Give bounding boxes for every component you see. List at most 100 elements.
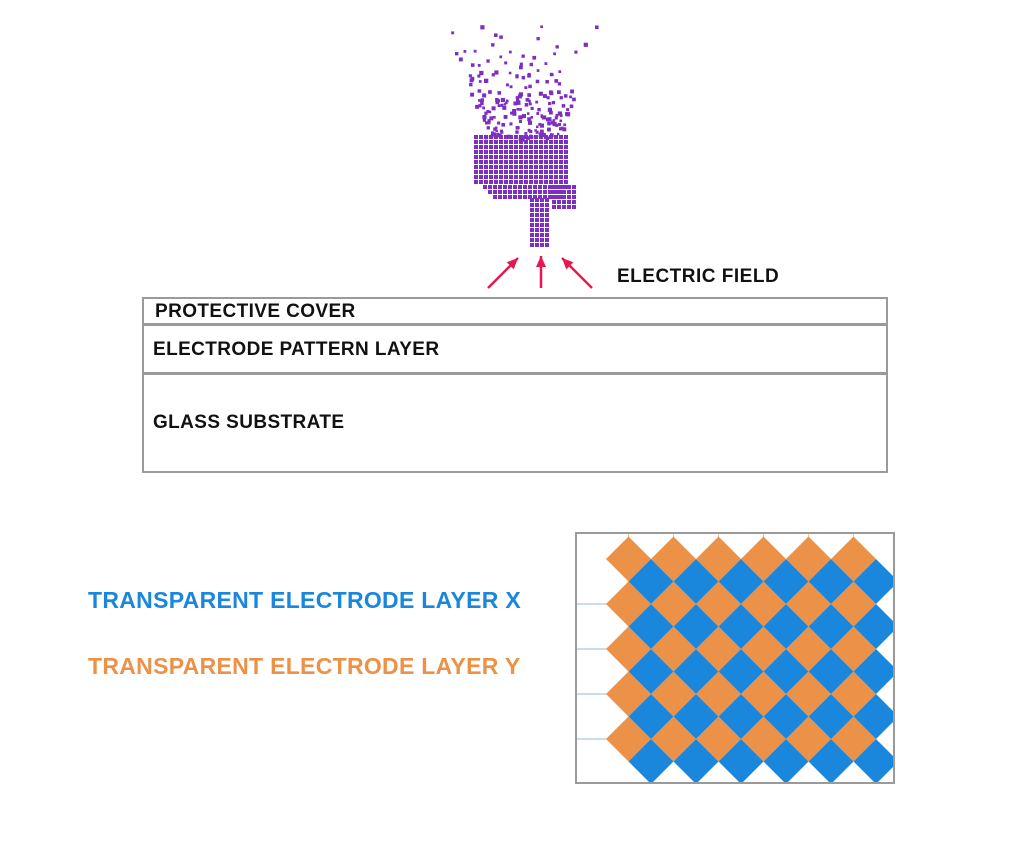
finger-pixel — [557, 200, 561, 204]
finger-pixel — [499, 165, 503, 169]
finger-particle — [540, 129, 544, 134]
finger-particle — [527, 112, 530, 115]
finger-particle — [504, 61, 508, 65]
finger-pixel — [545, 203, 549, 207]
electrode-x-diamond — [628, 739, 674, 782]
finger-pixel — [484, 180, 488, 184]
finger-pixel — [514, 150, 518, 154]
finger-pixel — [529, 165, 533, 169]
finger-pixel — [504, 160, 508, 164]
finger-pixel — [554, 175, 558, 179]
finger-particle — [540, 114, 543, 117]
finger-pixel — [530, 218, 534, 222]
finger-particle — [547, 127, 551, 132]
finger-pixel — [534, 165, 538, 169]
finger-particle — [512, 109, 517, 113]
finger-pixel — [534, 160, 538, 164]
finger-pixel — [484, 175, 488, 179]
electrode-x-diamond — [763, 694, 809, 739]
finger-particle — [507, 134, 512, 139]
finger-pixel — [564, 160, 568, 164]
finger-pixel — [514, 165, 518, 169]
finger-pixel — [524, 175, 528, 179]
finger-particle — [458, 57, 463, 62]
finger-pixel — [540, 218, 544, 222]
finger-particle — [488, 90, 492, 94]
finger-particle — [484, 121, 489, 125]
finger-pixel — [530, 203, 534, 207]
finger-pixel — [540, 233, 544, 237]
finger-pixel — [549, 170, 553, 174]
finger-pixel — [539, 165, 543, 169]
finger-particle — [484, 78, 489, 83]
finger-pixel — [524, 170, 528, 174]
finger-pixel — [514, 145, 518, 149]
finger-pixel — [529, 150, 533, 154]
electrode-x-diamond — [673, 694, 719, 739]
finger-particle — [500, 103, 504, 107]
finger-pixel — [534, 145, 538, 149]
finger-particle — [505, 99, 509, 103]
finger-particle — [530, 106, 534, 110]
finger-particle — [595, 25, 599, 30]
finger-pixel — [474, 175, 478, 179]
finger-pixel — [530, 223, 534, 227]
finger-particle — [484, 135, 489, 140]
finger-particle — [480, 25, 485, 30]
finger-pixel — [549, 155, 553, 159]
finger-particle — [537, 108, 541, 112]
finger-pixel — [554, 135, 558, 139]
finger-pixel — [559, 140, 563, 144]
electrode-x-diamond — [853, 694, 893, 739]
finger-particle — [530, 116, 534, 119]
finger-particle — [493, 116, 496, 119]
finger-particle — [482, 118, 486, 122]
finger-pixel — [562, 195, 566, 199]
finger-pixel — [494, 160, 498, 164]
finger-pixel — [544, 160, 548, 164]
finger-particle — [499, 129, 503, 133]
finger-particle — [494, 33, 498, 37]
finger-pixel — [544, 165, 548, 169]
finger-particle — [574, 50, 578, 54]
finger-pixel — [543, 185, 547, 189]
finger-pixel — [540, 208, 544, 212]
finger-pixel — [504, 145, 508, 149]
electrode-x-diamond — [718, 604, 764, 649]
finger-pixel — [559, 180, 563, 184]
finger-pixel — [518, 195, 522, 199]
finger-particle — [521, 54, 525, 58]
finger-pixel — [479, 165, 483, 169]
finger-pixel — [539, 175, 543, 179]
finger-particle — [480, 98, 484, 102]
finger-particle — [557, 111, 562, 116]
electrode-x-diamond — [628, 559, 674, 604]
finger-pixel — [508, 185, 512, 189]
finger-particle — [557, 90, 561, 95]
finger-pixel — [484, 155, 488, 159]
finger-particle — [506, 83, 509, 87]
finger-pixel — [538, 195, 542, 199]
finger-particle — [482, 115, 487, 120]
finger-pixel — [529, 145, 533, 149]
finger-particle — [496, 99, 500, 103]
finger-pixel — [513, 185, 517, 189]
electrode-x-diamond — [628, 649, 674, 694]
finger-pixel — [494, 145, 498, 149]
finger-pixel — [514, 155, 518, 159]
finger-particle — [529, 129, 533, 134]
finger-particle — [566, 108, 570, 112]
finger-particle — [512, 111, 517, 116]
finger-particle — [572, 97, 576, 102]
finger-pixel — [548, 190, 552, 194]
finger-pixel — [509, 165, 513, 169]
finger-particle — [516, 107, 520, 111]
finger-pixel — [529, 155, 533, 159]
finger-pixel — [554, 155, 558, 159]
finger-particle — [489, 116, 494, 121]
finger-particle — [482, 106, 485, 110]
finger-pixel — [524, 180, 528, 184]
electrode-x-diamond — [718, 649, 764, 694]
finger-pixel — [514, 160, 518, 164]
finger-pixel — [489, 175, 493, 179]
